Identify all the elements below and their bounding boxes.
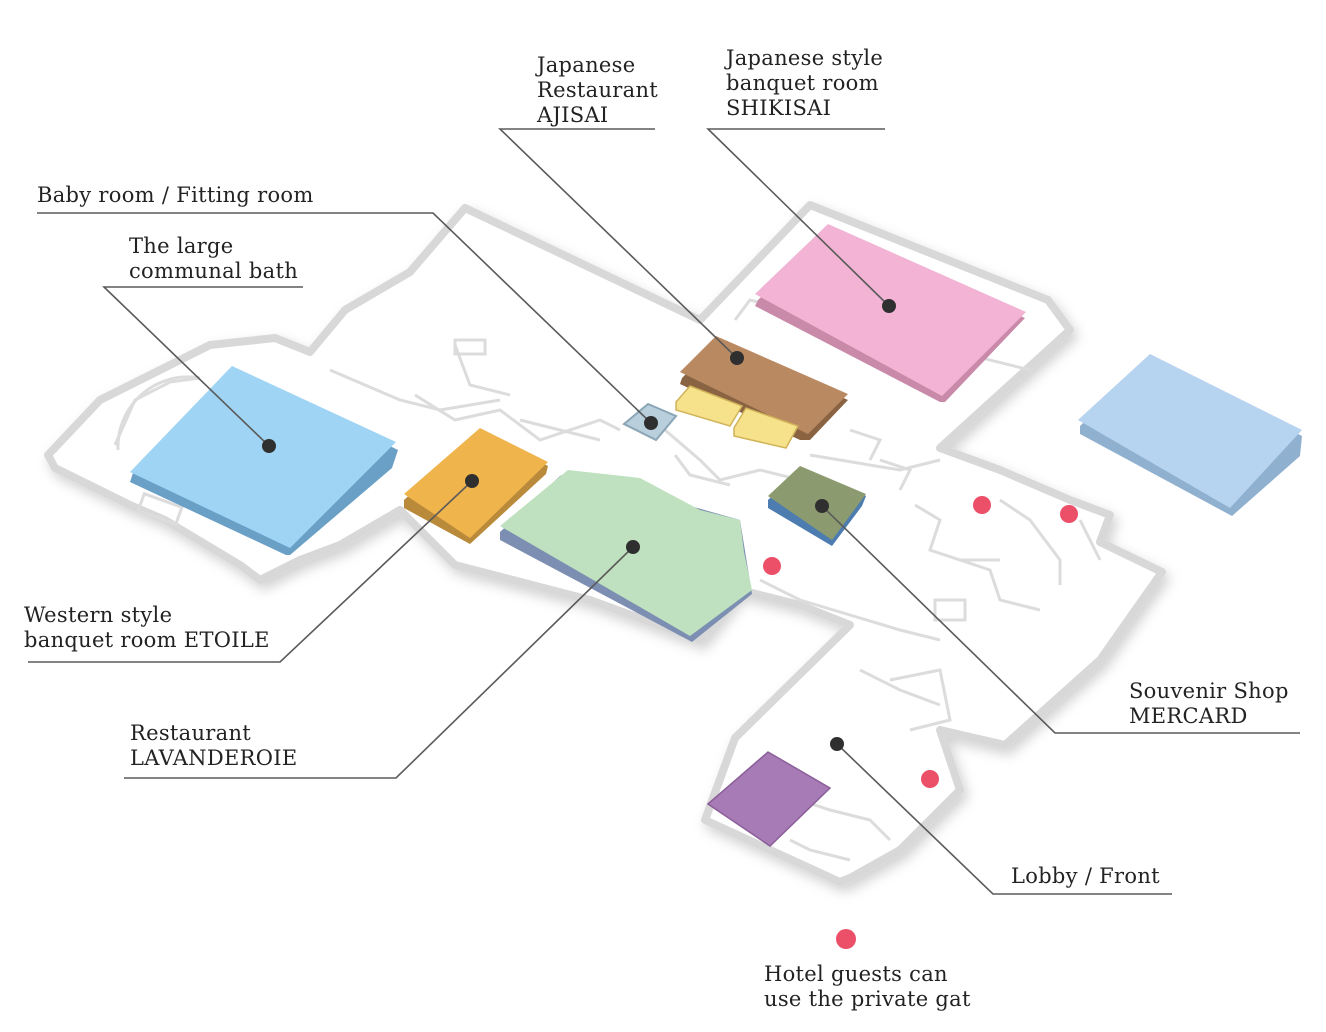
label-lobby-line-1: Lobby / Front — [1011, 864, 1160, 888]
leader-baby — [37, 212, 652, 424]
label-lobby: Lobby / Front — [1011, 864, 1160, 889]
label-lavanderoie-line-2: LAVANDEROIE — [130, 746, 298, 770]
label-etoile: Western style banquet room ETOILE — [24, 603, 270, 653]
label-etoile-line-1: Western style — [24, 603, 173, 627]
leader-shikisai — [706, 128, 890, 307]
room-communal-bath — [130, 366, 396, 548]
label-mercard-line-2: MERCARD — [1129, 704, 1248, 728]
label-bath-line-2: communal bath — [129, 259, 299, 283]
label-shikisai: Japanese style banquet room SHIKISAI — [726, 46, 883, 121]
annex-building — [1078, 354, 1302, 508]
room-ajisai — [680, 336, 848, 434]
leader-lavanderoie — [124, 546, 634, 779]
leader-ajisai — [498, 128, 738, 359]
room-markers — [262, 299, 896, 751]
legend-line-2: use the private gat — [764, 987, 971, 1011]
room-ajisai-sub-a — [675, 385, 744, 427]
marker-etoile — [465, 474, 479, 488]
marker-baby — [644, 416, 658, 430]
label-lavanderoie-line-1: Restaurant — [130, 721, 252, 745]
gate-dot — [763, 557, 781, 575]
label-ajisai-line-1: Japanese — [537, 53, 636, 77]
marker-bath — [262, 439, 276, 453]
label-mercard-line-1: Souvenir Shop — [1129, 679, 1289, 703]
label-bath-line-1: The large — [129, 234, 234, 258]
label-shikisai-line-3: SHIKISAI — [726, 96, 832, 120]
gate-dot — [921, 770, 939, 788]
label-baby-room: Baby room / Fitting room — [37, 183, 314, 208]
label-etoile-line-2: banquet room ETOILE — [24, 628, 270, 652]
legend-line-1: Hotel guests can — [764, 962, 948, 986]
marker-lobby — [830, 737, 844, 751]
label-mercard: Souvenir Shop MERCARD — [1129, 679, 1289, 729]
leader-lobby — [836, 743, 1172, 895]
leader-lines — [28, 128, 1300, 895]
label-ajisai: Japanese Restaurant AJISAI — [537, 53, 658, 128]
marker-ajisai — [730, 351, 744, 365]
marker-mercard — [815, 499, 829, 513]
leader-etoile — [28, 480, 473, 663]
label-shikisai-line-1: Japanese style — [726, 46, 884, 70]
marker-shikisai — [882, 299, 896, 313]
label-ajisai-line-3: AJISAI — [537, 103, 609, 127]
gate-dot — [1060, 505, 1078, 523]
label-ajisai-line-2: Restaurant — [537, 78, 659, 102]
interior-walls — [113, 298, 1102, 862]
leader-mercard — [821, 505, 1300, 734]
leader-bath — [102, 286, 303, 447]
gate-dot — [973, 496, 991, 514]
room-purple — [706, 751, 832, 847]
room-ajisai-sub-b — [733, 407, 800, 449]
label-lavanderoie: Restaurant LAVANDEROIE — [130, 721, 297, 771]
private-gate-dots — [763, 496, 1078, 949]
label-shikisai-line-2: banquet room — [726, 71, 879, 95]
marker-lavanderoie — [626, 540, 640, 554]
label-baby-line-1: Baby room / Fitting room — [37, 183, 314, 207]
legend-private-gate: Hotel guests can use the private gat — [764, 962, 971, 1012]
label-communal-bath: The large communal bath — [129, 234, 298, 284]
legend-gate-dot — [836, 929, 856, 949]
